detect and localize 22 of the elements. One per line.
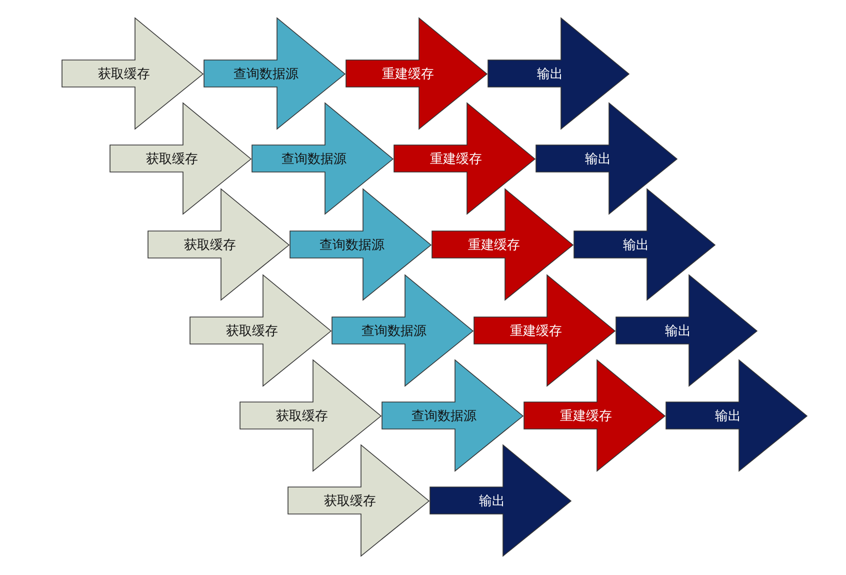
step-label: 查询数据源 — [410, 408, 478, 426]
step-label: 获取缓存 — [183, 237, 237, 255]
step-label: 输出 — [584, 151, 612, 169]
step-label: 获取缓存 — [145, 151, 199, 169]
step-label: 重建缓存 — [381, 66, 435, 84]
step-label: 查询数据源 — [280, 151, 348, 169]
step-label: 获取缓存 — [323, 493, 377, 511]
step-label: 查询数据源 — [318, 237, 386, 255]
step-label: 重建缓存 — [467, 237, 521, 255]
step-label: 输出 — [622, 237, 650, 255]
step-label: 获取缓存 — [275, 408, 329, 426]
step-label: 输出 — [664, 323, 692, 341]
step-label: 输出 — [714, 408, 742, 426]
step-label: 重建缓存 — [429, 151, 483, 169]
step-label: 输出 — [536, 66, 564, 84]
step-label: 输出 — [478, 493, 506, 511]
step-label: 获取缓存 — [97, 66, 151, 84]
step-label: 获取缓存 — [225, 323, 279, 341]
step-label: 重建缓存 — [559, 408, 613, 426]
step-label: 查询数据源 — [360, 323, 428, 341]
step-label: 查询数据源 — [232, 66, 300, 84]
step-label: 重建缓存 — [509, 323, 563, 341]
